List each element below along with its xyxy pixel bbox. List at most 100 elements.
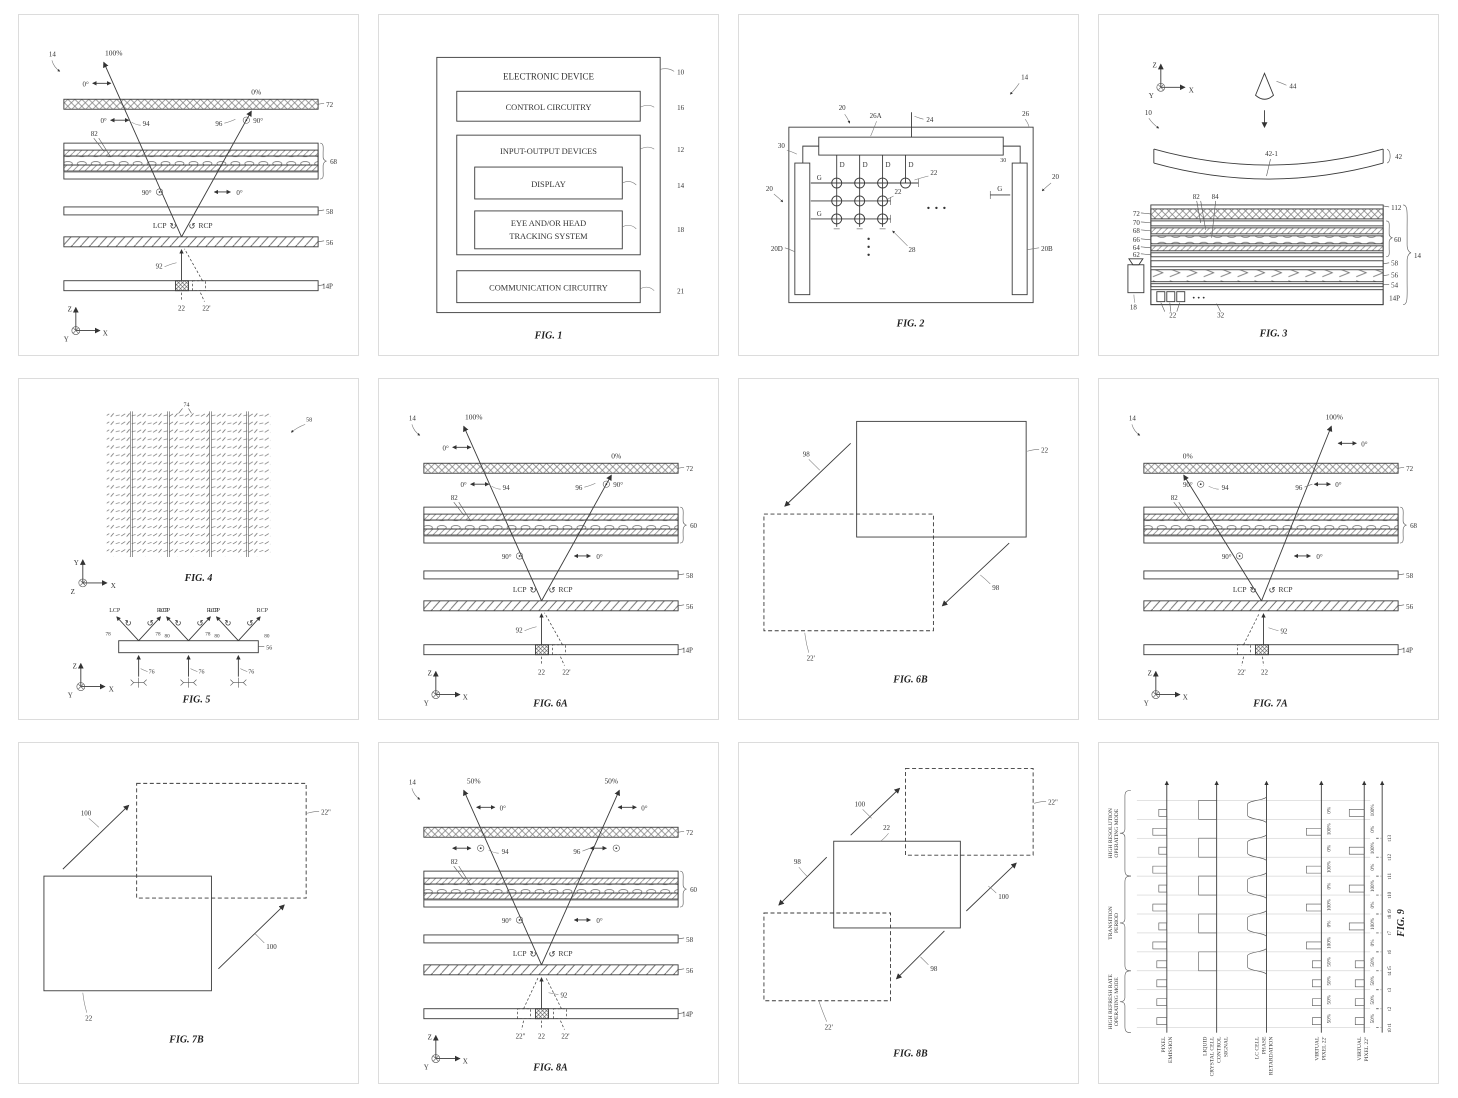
axis-x: X	[1189, 86, 1194, 94]
svg-text:100%: 100%	[1370, 917, 1376, 930]
axes-icon	[432, 672, 460, 699]
lc-texture	[106, 411, 271, 557]
pct-right: 50%	[604, 776, 618, 785]
axis-z: Z	[1148, 670, 1152, 678]
ref-20-right: 20	[1052, 173, 1059, 181]
ref-72: 72	[326, 101, 333, 109]
display-outline	[788, 126, 1034, 304]
figure-panel-fig3[interactable]: Z X Y 10 44 42-1 42	[1098, 14, 1439, 356]
ref-24: 24	[926, 116, 933, 124]
ref-82: 82	[451, 858, 458, 866]
axis-y: Y	[1149, 92, 1154, 100]
figure-caption: FIG. 7A	[1252, 699, 1288, 710]
beam-splitter-bar	[118, 640, 259, 654]
ref-10: 10	[1145, 109, 1152, 117]
trace-pixel-emission-2: EMISSION	[1168, 1037, 1174, 1063]
mode-high-refresh-1: HIGH REFRESH RATE	[1108, 974, 1114, 1030]
svg-text:t11: t11	[1387, 872, 1393, 879]
svg-text:t2: t2	[1387, 1006, 1393, 1010]
layer-stack	[1143, 462, 1407, 656]
figure-panel-stack-untitled[interactable]: 100% 0% 14 0° 0° 94 96 90° 82 90° 0° LCP…	[18, 14, 359, 356]
mode-high-res-1: HIGH RESOLUTION	[1108, 808, 1114, 858]
figure-panel-fig8b[interactable]: 22" 22 22' 100 98 100 98 FIG. 8B	[738, 742, 1079, 1084]
svg-text:t8 t9: t8 t9	[1387, 909, 1393, 919]
ref-56: 56	[686, 603, 693, 611]
figure-panel-fig6a[interactable]: 100% 0% 14 0° 0° 94 96 90° 82 90° 0° LCP…	[378, 378, 719, 720]
ref-14: 14	[1414, 252, 1421, 260]
trace-vp22pp-1: VIRTUAL	[1357, 1036, 1363, 1061]
ref-30-left: 30	[778, 142, 785, 150]
shift-arrow-1	[62, 804, 130, 870]
display-stack	[1140, 204, 1412, 306]
figure-panel-fig4-fig5[interactable]: 74 58 Y X Z FIG. 4 56 LCP	[18, 378, 359, 720]
ref-66: 66	[1133, 236, 1140, 244]
ref-112: 112	[1391, 204, 1402, 212]
figure-panel-fig8a[interactable]: 50% 50% 14 0° 0° 94 96 82 90° 0° LCP ↻ ↺	[378, 742, 719, 1084]
mode-braces	[1119, 790, 1131, 1033]
ref-96: 96	[573, 848, 580, 856]
ref-96: 96	[1295, 484, 1302, 492]
ref-60: 60	[1394, 236, 1401, 244]
ref-14: 14	[49, 50, 56, 58]
figure-panel-fig1[interactable]: ELECTRONIC DEVICE CONTROL CIRCUITRY INPU…	[378, 14, 719, 356]
figure-panel-fig9[interactable]: HIGH RESOLUTION OPERATING MODE TRANSITIO…	[1098, 742, 1439, 1084]
comm-circuitry-box	[456, 270, 641, 304]
ref-94: 94	[143, 120, 150, 128]
ccw-rotation-icon: ↺	[549, 585, 556, 595]
svg-text:0%: 0%	[1370, 863, 1376, 871]
shift-arrow-98a	[778, 856, 828, 906]
figure-panel-fig6b[interactable]: 22 22' 98 98 FIG. 6B	[738, 378, 1079, 720]
trace-lc-phase-1: LC CELL	[1255, 1036, 1261, 1059]
ccw-rotation-icon: ↺	[549, 949, 556, 959]
ref-78c: 78	[205, 632, 211, 638]
gate-label-right: G	[997, 185, 1002, 193]
diffraction-arrows	[116, 616, 261, 688]
deg-top: 0°	[1361, 440, 1367, 448]
shift-arrow-100a	[850, 787, 901, 836]
ref-22-prime: 22'	[825, 1024, 833, 1032]
lcp-label-3: LCP	[209, 608, 221, 614]
ref-92: 92	[156, 263, 163, 271]
fig1-drawing: ELECTRONIC DEVICE CONTROL CIRCUITRY INPU…	[436, 56, 685, 342]
svg-text:50%: 50%	[1326, 956, 1332, 966]
ref-stack: 68	[1410, 522, 1417, 530]
axis-x: X	[463, 694, 468, 702]
ref-21: 21	[677, 288, 684, 296]
ref-82: 82	[91, 130, 98, 138]
ref-14: 14	[1021, 73, 1028, 81]
ref-58: 58	[306, 417, 312, 423]
odot-icon	[1197, 480, 1205, 488]
figure-caption: FIG. 8B	[892, 1049, 928, 1060]
deg-low-right: 0°	[1316, 553, 1322, 561]
ref-76c: 76	[248, 670, 254, 676]
svg-text:50%: 50%	[1326, 1013, 1332, 1023]
odot-icon	[612, 844, 620, 852]
virtual-pixel-region-22pp	[136, 782, 307, 899]
shift-arrow-2	[941, 542, 1010, 607]
axis-y: Y	[424, 1064, 429, 1072]
figure-panel-fig7b[interactable]: 22" 22 100 100 FIG. 7B	[18, 742, 359, 1084]
svg-text:0%: 0%	[1370, 939, 1376, 947]
axes-icon	[77, 664, 105, 691]
pct-left: 100%	[465, 412, 482, 421]
control-circuitry-label: CONTROL CIRCUITRY	[506, 103, 592, 112]
ref-26a: 26A	[870, 112, 882, 120]
control-circuitry-box	[456, 90, 641, 122]
deg-low-right: 0°	[236, 189, 242, 197]
rays	[103, 61, 252, 281]
svg-text:100%: 100%	[1326, 936, 1332, 949]
svg-text:100%: 100%	[1370, 841, 1376, 854]
data-label-1: D	[840, 161, 845, 169]
fig2-drawing: 14 24 20 26A 26 30 30 20	[766, 73, 1060, 329]
pct-right: 0%	[251, 87, 261, 96]
axis-z: Z	[71, 588, 75, 596]
figure-panel-fig2[interactable]: 14 24 20 26A 26 30 30 20	[738, 14, 1079, 356]
figure-caption: FIG. 9	[1396, 909, 1407, 938]
ref-20d: 20D	[771, 245, 783, 253]
layer-stack	[423, 826, 687, 1020]
axis-z: Z	[428, 670, 432, 678]
ref-22: 22	[1041, 446, 1048, 454]
figure-panel-fig7a[interactable]: 0% 100% 14 0° 90° 94 96 0° 82 90° 0° LCP…	[1098, 378, 1439, 720]
lcp-label: LCP	[109, 608, 121, 614]
cw-rotation-icon: ↻	[125, 618, 132, 628]
